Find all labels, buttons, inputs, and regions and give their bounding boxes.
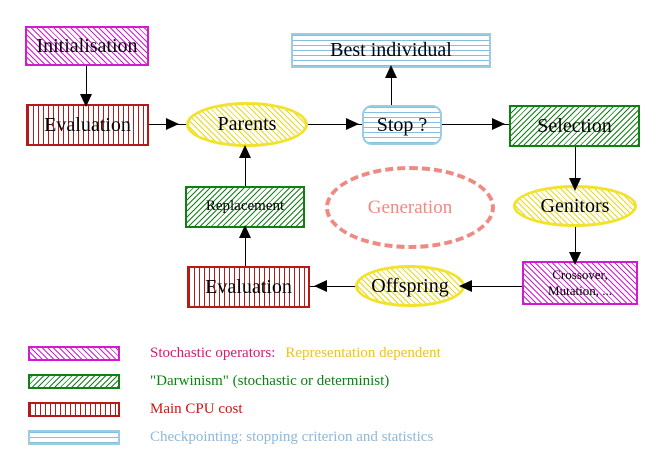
arrowhead-replacement-to-parents (239, 145, 251, 158)
connector-offspring-to-evaluation (310, 286, 356, 287)
legend-row-cpu-cost: Main CPU cost (28, 398, 243, 420)
legend-text-checkpointing: Checkpointing: stopping criterion and st… (150, 428, 434, 445)
arrowhead-stop-to-selection (492, 118, 505, 130)
node-selection[interactable]: Selection (509, 105, 640, 147)
node-evaluation-top[interactable]: Evaluation (26, 104, 149, 146)
connector-crossover-to-offspring (455, 286, 523, 287)
arrowhead-evaluation-to-replacement (239, 225, 251, 238)
node-initialisation[interactable]: Initialisation (25, 26, 149, 66)
legend-swatch-green-hatch (28, 373, 120, 389)
evaluation-bottom-label: Evaluation (205, 275, 292, 298)
legend-row-stochastic: Stochastic operators: Representation depe… (28, 342, 441, 364)
arrowhead-crossover-to-offspring (459, 280, 472, 292)
node-offspring[interactable]: Offspring (355, 265, 465, 307)
connector-replacement-to-parents (245, 148, 246, 186)
legend-swatch-blue-horizontal-hatch (28, 429, 120, 445)
stop-label: Stop ? (376, 113, 428, 136)
arrowhead-parents-to-stop (346, 118, 359, 130)
connector-evaluation-to-replacement (245, 228, 246, 266)
legend-row-darwinism: "Darwinism" (stochastic or determinist) (28, 370, 389, 392)
connector-stop-to-best-individual (391, 68, 392, 105)
generation-label: Generation (367, 196, 453, 218)
arrowhead-genitors-to-crossover (569, 252, 581, 265)
genitors-label: Genitors (540, 194, 610, 217)
node-genitors[interactable]: Genitors (513, 185, 637, 227)
connector-genitors-to-crossover (575, 226, 576, 261)
node-parents[interactable]: Parents (186, 102, 308, 147)
legend-swatch-magenta-hatch (28, 345, 120, 361)
connector-stop-to-selection (442, 124, 509, 125)
node-evaluation-bottom[interactable]: Evaluation (187, 266, 310, 308)
arrowhead-selection-to-genitors (569, 178, 581, 191)
arrowhead-stop-to-best-individual (385, 65, 397, 78)
connector-parents-to-stop (308, 124, 363, 125)
arrowhead-offspring-to-evaluation (314, 280, 327, 292)
node-best-individual[interactable]: Best individual (291, 33, 491, 68)
legend-text-stochastic-part1: Stochastic operators: (150, 344, 276, 361)
best-individual-label: Best individual (330, 39, 452, 62)
legend-text-darwinism: "Darwinism" (stochastic or determinist) (150, 372, 390, 389)
legend-text-cpu-cost: Main CPU cost (150, 400, 243, 417)
crossover-mutation-label: Crossover, Mutation, ... (548, 266, 612, 298)
node-replacement[interactable]: Replacement (185, 186, 305, 228)
replacement-label: Replacement (205, 198, 285, 215)
evaluation-top-label: Evaluation (44, 113, 131, 136)
generation-ellipse: Generation (325, 166, 495, 249)
initialisation-label: Initialisation (36, 34, 138, 57)
offspring-label: Offspring (371, 274, 449, 297)
parents-label: Parents (217, 113, 277, 136)
node-crossover-mutation[interactable]: Crossover, Mutation, ... (522, 261, 638, 305)
arrowhead-initialisation-to-evaluation (80, 94, 92, 107)
selection-label: Selection (537, 114, 612, 137)
connector-initialisation-to-evaluation (86, 66, 87, 99)
legend-text-stochastic-part2: Representation dependent (285, 344, 441, 361)
connector-selection-to-genitors (575, 147, 576, 187)
legend-row-checkpointing: Checkpointing: stopping criterion and st… (28, 426, 433, 448)
legend-swatch-red-vertical-hatch (28, 401, 120, 417)
arrowhead-evaluation-to-parents (166, 118, 179, 130)
legend-text-stochastic: Stochastic operators: Representation depe… (150, 345, 441, 362)
node-stop[interactable]: Stop ? (362, 105, 442, 145)
